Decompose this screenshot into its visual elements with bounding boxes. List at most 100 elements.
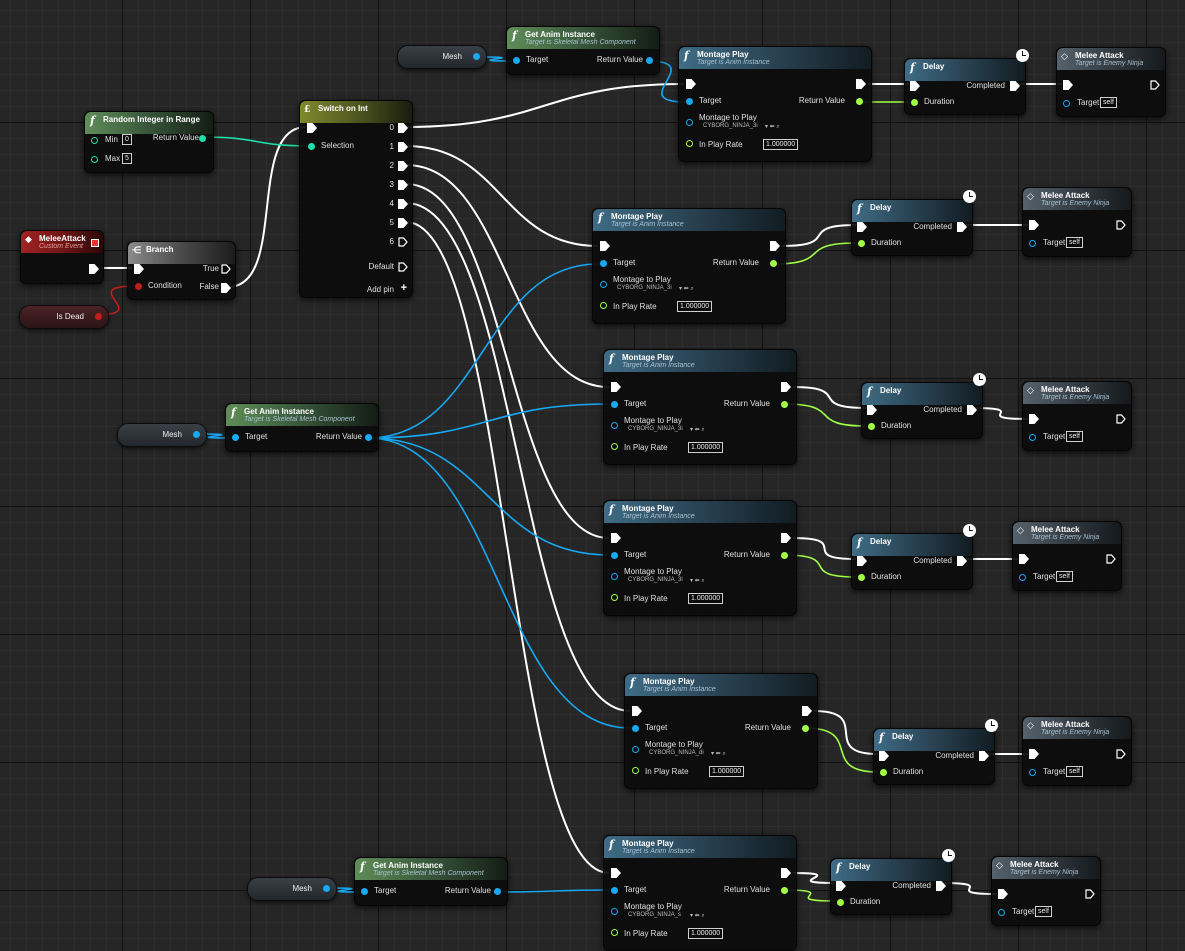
dropdown-icon[interactable]: ▾ ⬅ ⌕ <box>711 751 726 757</box>
return-value-pin[interactable] <box>199 135 206 142</box>
in-play-rate-pin[interactable] <box>686 140 693 147</box>
target-pin[interactable] <box>1029 240 1036 247</box>
exec-out-pin[interactable] <box>1116 414 1126 424</box>
exec-in-pin[interactable] <box>910 81 920 91</box>
completed-pin[interactable] <box>957 556 967 566</box>
exec-in-pin[interactable] <box>857 222 867 232</box>
output-1-pin[interactable] <box>398 142 408 152</box>
variable-output-pin[interactable] <box>323 885 330 892</box>
duration-pin[interactable] <box>858 240 865 247</box>
mesh-variable[interactable]: Mesh <box>397 45 487 69</box>
completed-pin[interactable] <box>957 222 967 232</box>
exec-in-pin[interactable] <box>600 241 610 251</box>
exec-in-pin[interactable] <box>1029 414 1039 424</box>
dropdown-icon[interactable]: ▾ ⬅ ⌕ <box>679 286 694 292</box>
target-pin[interactable] <box>600 260 607 267</box>
return-value-pin[interactable] <box>770 260 777 267</box>
self-value[interactable]: self <box>1100 97 1117 108</box>
target-pin[interactable] <box>632 725 639 732</box>
exec-in-pin[interactable] <box>134 264 144 274</box>
duration-pin[interactable] <box>858 574 865 581</box>
exec-out-pin[interactable] <box>781 533 791 543</box>
montage-asset-select[interactable]: CYBORG_NINJA_3i <box>628 426 683 432</box>
exec-in-pin[interactable] <box>867 405 877 415</box>
exec-out-pin[interactable] <box>89 264 99 274</box>
self-value[interactable]: self <box>1066 766 1083 777</box>
duration-pin[interactable] <box>880 769 887 776</box>
output-6-pin[interactable] <box>398 237 408 247</box>
return-value-pin[interactable] <box>494 888 501 895</box>
max-input[interactable]: 5 <box>122 153 132 164</box>
montage-asset-select[interactable]: CYBORG_NINJA_s <box>628 912 682 918</box>
target-pin[interactable] <box>1029 769 1036 776</box>
exec-in-pin[interactable] <box>611 868 621 878</box>
montage-to-play-pin[interactable] <box>686 119 693 126</box>
target-pin[interactable] <box>513 57 520 64</box>
exec-in-pin[interactable] <box>857 556 867 566</box>
exec-in-pin[interactable] <box>998 889 1008 899</box>
target-pin[interactable] <box>232 434 239 441</box>
output-2-pin[interactable] <box>398 161 408 171</box>
exec-in-pin[interactable] <box>307 123 317 133</box>
is-dead-variable[interactable]: Is Dead <box>19 305 109 329</box>
variable-output-pin[interactable] <box>95 313 102 320</box>
output-0-pin[interactable] <box>398 123 408 133</box>
target-pin[interactable] <box>1063 100 1070 107</box>
exec-out-pin[interactable] <box>1116 749 1126 759</box>
exec-out-pin[interactable] <box>856 79 866 89</box>
mesh-variable[interactable]: Mesh <box>117 423 207 447</box>
dropdown-icon[interactable]: ▾ ⬅ ⌕ <box>690 427 705 433</box>
in-play-rate-input[interactable]: 1.000000 <box>688 928 724 939</box>
exec-in-pin[interactable] <box>836 881 846 891</box>
exec-out-pin[interactable] <box>1150 80 1160 90</box>
exec-in-pin[interactable] <box>879 751 889 761</box>
in-play-rate-pin[interactable] <box>611 443 618 450</box>
return-value-pin[interactable] <box>856 98 863 105</box>
exec-out-pin[interactable] <box>1116 220 1126 230</box>
montage-to-play-pin[interactable] <box>611 573 618 580</box>
exec-in-pin[interactable] <box>611 382 621 392</box>
exec-in-pin[interactable] <box>686 79 696 89</box>
min-input[interactable]: 0 <box>122 134 132 145</box>
output-5-pin[interactable] <box>398 218 408 228</box>
in-play-rate-pin[interactable] <box>600 302 607 309</box>
variable-output-pin[interactable] <box>193 431 200 438</box>
exec-out-pin[interactable] <box>781 382 791 392</box>
return-value-pin[interactable] <box>802 725 809 732</box>
exec-in-pin[interactable] <box>611 533 621 543</box>
self-value[interactable]: self <box>1056 571 1073 582</box>
output-3-pin[interactable] <box>398 180 408 190</box>
selection-pin[interactable] <box>308 143 315 150</box>
target-pin[interactable] <box>611 401 618 408</box>
in-play-rate-input[interactable]: 1.000000 <box>688 593 724 604</box>
exec-out-pin[interactable] <box>802 706 812 716</box>
exec-out-pin[interactable] <box>1106 554 1116 564</box>
true-exec-pin[interactable] <box>221 264 231 274</box>
exec-out-pin[interactable] <box>781 868 791 878</box>
add-pin-icon[interactable]: + <box>400 282 407 294</box>
delegate-pin[interactable] <box>91 239 99 247</box>
completed-pin[interactable] <box>979 751 989 761</box>
false-exec-pin[interactable] <box>221 283 231 293</box>
return-value-pin[interactable] <box>781 887 788 894</box>
self-value[interactable]: self <box>1066 431 1083 442</box>
self-value[interactable]: self <box>1035 906 1052 917</box>
return-value-pin[interactable] <box>646 57 653 64</box>
target-pin[interactable] <box>998 909 1005 916</box>
target-pin[interactable] <box>1029 434 1036 441</box>
return-value-pin[interactable] <box>781 552 788 559</box>
montage-to-play-pin[interactable] <box>632 746 639 753</box>
